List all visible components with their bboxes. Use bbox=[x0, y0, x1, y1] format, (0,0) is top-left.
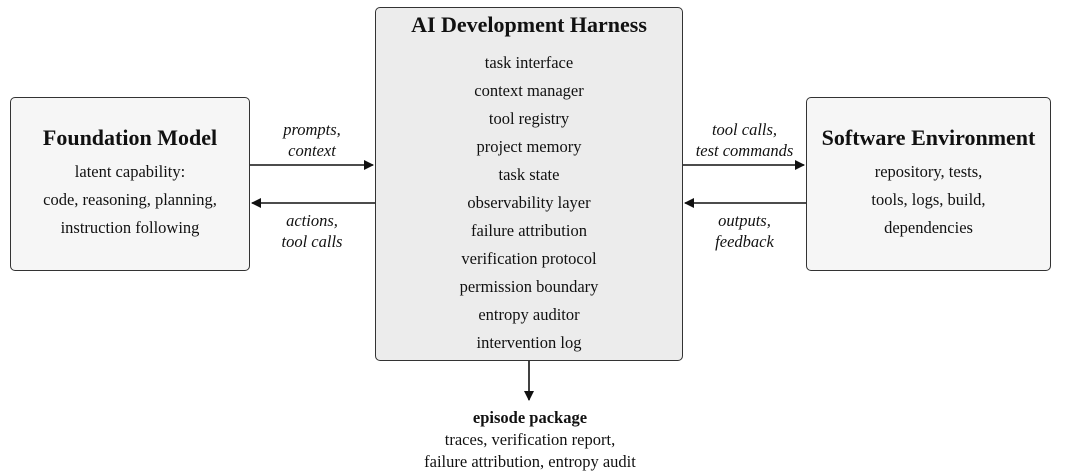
harness-component: task state bbox=[498, 165, 560, 184]
episode-package-title: episode package bbox=[472, 408, 588, 427]
harness-component: context manager bbox=[474, 81, 584, 100]
episode-package: episode package traces, verification rep… bbox=[330, 407, 730, 473]
edge-label-outputs-feedback: outputs, feedback bbox=[683, 210, 806, 252]
edge-label-line: actions, bbox=[286, 211, 338, 230]
foundation-model-line: latent capability: bbox=[74, 162, 186, 181]
edge-label-prompts-context: prompts, context bbox=[256, 119, 368, 161]
foundation-model-box: Foundation Model latent capability: code… bbox=[10, 97, 250, 271]
harness-component: project memory bbox=[476, 137, 582, 156]
edge-label-line: prompts, bbox=[283, 120, 341, 139]
harness-component: tool registry bbox=[488, 109, 570, 128]
edge-label-line: context bbox=[288, 141, 336, 160]
harness-component: observability layer bbox=[467, 193, 591, 212]
foundation-model-line: instruction following bbox=[60, 218, 200, 237]
harness-component: permission boundary bbox=[459, 277, 599, 296]
edge-label-line: tool calls, bbox=[711, 120, 778, 139]
software-environment-title: Software Environment bbox=[821, 125, 1036, 150]
harness-component: task interface bbox=[484, 53, 574, 72]
harness-box: AI Development Harness task interface co… bbox=[375, 7, 683, 361]
harness-component-list: task interface context manager tool regi… bbox=[376, 49, 682, 357]
episode-package-line: traces, verification report, bbox=[444, 430, 616, 449]
harness-component: failure attribution bbox=[471, 221, 587, 240]
edge-label-line: tool calls bbox=[281, 232, 343, 251]
software-environment-line: tools, logs, build, bbox=[871, 190, 986, 209]
episode-package-line: failure attribution, entropy audit bbox=[424, 452, 636, 471]
software-environment-line: repository, tests, bbox=[874, 162, 983, 181]
connector-arrows bbox=[250, 160, 806, 401]
foundation-model-description: latent capability: code, reasoning, plan… bbox=[11, 158, 249, 242]
software-environment-description: repository, tests, tools, logs, build, d… bbox=[807, 158, 1050, 242]
edge-label-tool-calls-test-commands: tool calls, test commands bbox=[683, 119, 806, 161]
software-environment-line: dependencies bbox=[884, 218, 973, 237]
harness-component: intervention log bbox=[476, 333, 582, 352]
edge-label-actions-tool-calls: actions, tool calls bbox=[256, 210, 368, 252]
harness-title: AI Development Harness bbox=[411, 12, 647, 37]
foundation-model-line: code, reasoning, planning, bbox=[43, 190, 217, 209]
edge-label-line: feedback bbox=[715, 232, 774, 251]
edge-label-line: outputs, bbox=[718, 211, 771, 230]
foundation-model-title: Foundation Model bbox=[42, 125, 218, 150]
harness-component: entropy auditor bbox=[478, 305, 580, 324]
harness-component: verification protocol bbox=[461, 249, 597, 268]
software-environment-box: Software Environment repository, tests, … bbox=[806, 97, 1051, 271]
episode-package-contents: traces, verification report, failure att… bbox=[330, 429, 730, 473]
edge-label-line: test commands bbox=[695, 141, 794, 160]
